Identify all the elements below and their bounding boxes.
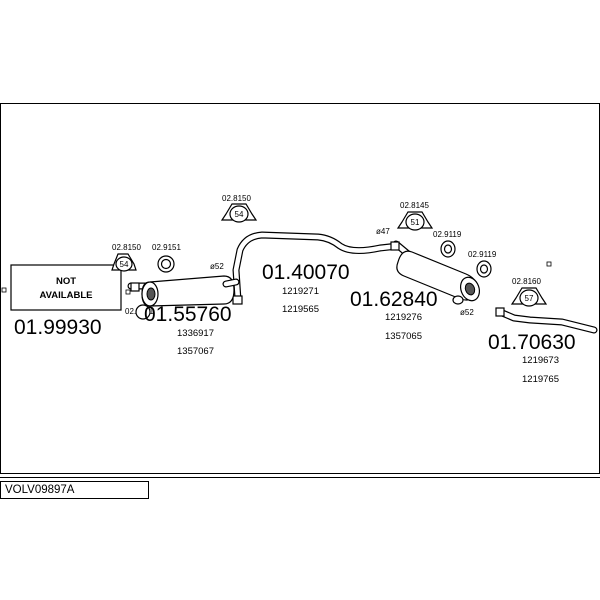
diameter-d2: ø47 xyxy=(376,227,390,236)
fitting-code-r1: 02.9151 xyxy=(152,243,181,252)
not-available-part: NOT AVAILABLE 01.99930 xyxy=(10,264,122,339)
hanger-h4: 02.8160 57 xyxy=(510,277,548,307)
fitting-code-r3: 02.9119 xyxy=(433,230,462,239)
ring-r1: 02.9151 xyxy=(152,243,181,273)
part-number-front: 01.55760 xyxy=(144,303,232,326)
front-silencer-clamp xyxy=(130,282,140,292)
fitting-code-h3: 02.8145 xyxy=(400,201,429,210)
fitting-code-h2: 02.8150 xyxy=(222,194,251,203)
ref-center-2: 1219565 xyxy=(282,304,319,315)
front-silencer xyxy=(127,275,240,307)
ref-center-1: 1219271 xyxy=(282,286,319,297)
hanger-number-h1: 54 xyxy=(120,260,129,269)
diameter-d1: ø52 xyxy=(210,262,224,271)
ref-front-1: 1336917 xyxy=(177,328,214,339)
not-available-line1: NOT xyxy=(56,276,76,287)
model-code-label: VOLV09897A xyxy=(0,481,149,499)
part-number-center: 01.40070 xyxy=(262,261,350,284)
ref-middle-2: 1357065 xyxy=(385,331,422,342)
hanger-number-h2: 54 xyxy=(235,210,244,219)
fitting-code-h1: 02.8150 xyxy=(112,243,141,252)
center-pipe xyxy=(232,231,402,305)
hanger-h2: 02.8150 54 xyxy=(220,194,258,223)
fitting-code-r4: 02.9119 xyxy=(468,250,497,259)
ref-rear-1: 1219673 xyxy=(522,355,559,366)
ring-r4: 02.9119 xyxy=(468,250,497,278)
ref-front-2: 1357067 xyxy=(177,346,214,357)
part-number-not-available: 01.99930 xyxy=(14,316,102,339)
hanger-number-h4: 57 xyxy=(525,294,534,303)
marker-left xyxy=(125,289,131,295)
ring-r3: 02.9119 xyxy=(433,230,462,258)
ref-middle-1: 1219276 xyxy=(385,312,422,323)
frame-marker-left xyxy=(1,287,7,293)
fitting-code-h4: 02.8160 xyxy=(512,277,541,286)
marker-right xyxy=(546,261,552,267)
ring-r2: 02.9151 xyxy=(125,304,154,320)
part-number-rear: 01.70630 xyxy=(488,331,576,354)
not-available-line2: AVAILABLE xyxy=(40,290,93,301)
hanger-number-h3: 51 xyxy=(411,218,420,227)
center-pipe-clamp xyxy=(232,295,243,305)
part-number-middle: 01.62840 xyxy=(350,288,438,311)
ref-rear-2: 1219765 xyxy=(522,374,559,385)
rear-tailpipe xyxy=(495,307,598,334)
not-available-box xyxy=(10,264,122,311)
middle-silencer-inlet-clamp xyxy=(390,241,400,251)
diameter-d3: ø52 xyxy=(460,308,474,317)
rear-tailpipe-clamp xyxy=(495,307,505,317)
hanger-h1: 02.8150 54 xyxy=(111,243,141,272)
hanger-h3: 02.8145 51 xyxy=(396,201,434,231)
middle-silencer xyxy=(390,240,481,305)
